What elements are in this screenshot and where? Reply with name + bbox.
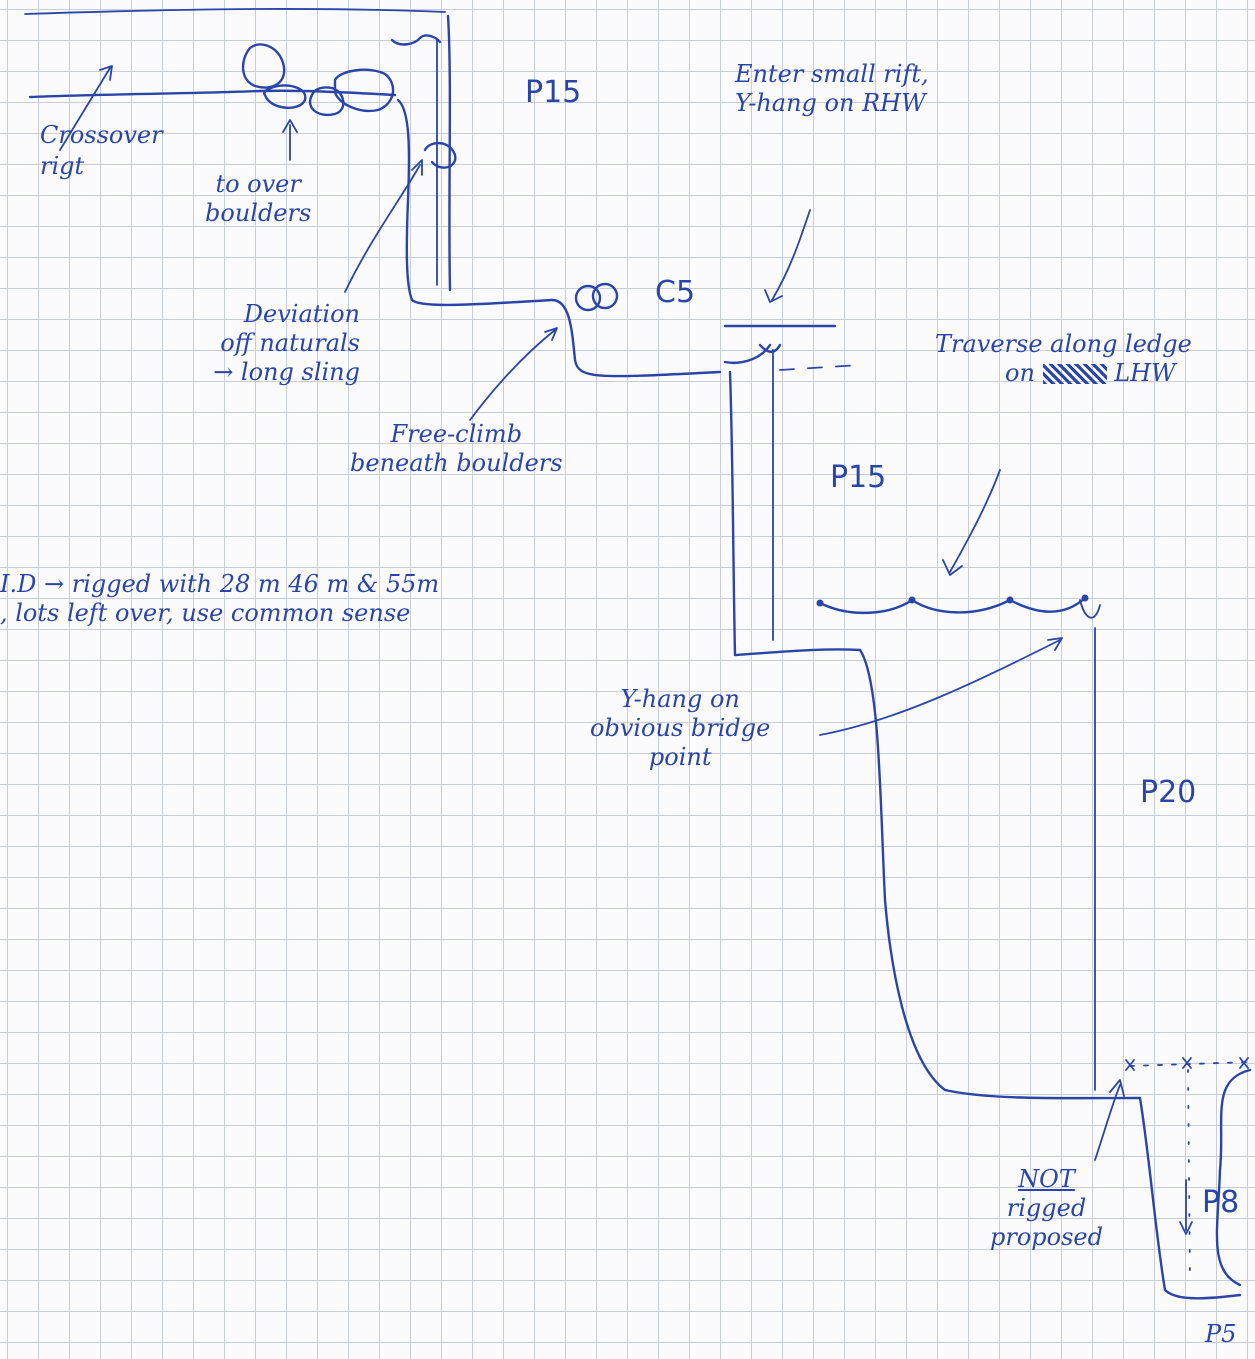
label-pitch-p20: P20 — [1140, 775, 1197, 810]
deviation-sling — [423, 141, 457, 169]
p8-dotted-rope — [1187, 1069, 1191, 1281]
c5-step — [550, 298, 722, 378]
note-enter-rift-line2: Y-hang on RHW — [735, 88, 926, 117]
label-c5: C5 — [655, 275, 696, 310]
note-y-hang-line1: Y-hang on — [620, 685, 740, 713]
note-traverse-line2: on — [1005, 358, 1035, 387]
proposed-line — [1129, 1061, 1251, 1067]
proposed-crosses — [1125, 1057, 1249, 1071]
boulder-group — [241, 43, 395, 117]
p8-right-wall — [1215, 1068, 1252, 1287]
note-traverse-line1: Traverse along ledge — [935, 330, 1192, 358]
p8-arrow — [1179, 1179, 1193, 1235]
note-free-climb-line1: Free-climb — [390, 420, 523, 448]
traverse-line — [818, 596, 1087, 615]
note-deviation-line1: Deviation — [243, 300, 360, 328]
traverse-anchors — [816, 594, 1089, 607]
note-rigged-line2: , lots left over, use common sense — [0, 598, 411, 627]
shaft-wall-right — [446, 14, 452, 292]
note-traverse: Traverse along ledge on LHW — [935, 330, 1192, 388]
dashed-rift — [779, 364, 861, 371]
note-deviation-line2: off naturals — [220, 328, 360, 357]
arrow-y-hang — [819, 637, 1063, 736]
note-deviation: Deviation off naturals → long sling — [160, 300, 360, 386]
arrow-enter-rift — [764, 209, 811, 303]
top-rigging — [390, 34, 442, 46]
note-y-hang-line3: point — [648, 742, 712, 771]
top-roof-line — [24, 8, 446, 15]
note-not-rigged-line1: NOT — [1018, 1165, 1075, 1193]
arrow-boulders — [282, 119, 298, 161]
note-crossover: Crossover rigt — [40, 120, 170, 182]
p15-wall-left — [728, 370, 737, 657]
y-hang-p15 — [723, 343, 782, 364]
note-enter-rift: Enter small rift, Y-hang on RHW — [735, 60, 929, 118]
note-boulders-line1: to over — [215, 170, 301, 198]
note-enter-rift-line1: Enter small rift, — [735, 60, 929, 88]
label-pitch-p5: P5 — [1205, 1320, 1237, 1348]
p8-shaft — [1138, 1096, 1242, 1300]
note-traverse-line2-wrap: on LHW — [1005, 359, 1192, 388]
label-pitch-p8: P8 — [1202, 1185, 1240, 1220]
note-rigged: I.D → rigged with 28 m 46 m & 55m , lots… — [0, 570, 439, 628]
note-y-hang-line2: obvious bridge — [590, 713, 771, 742]
note-boulders: to over boulders — [205, 170, 311, 228]
note-not-rigged: NOT rigged proposed — [990, 1165, 1103, 1251]
note-y-hang: Y-hang on obvious bridge point — [590, 685, 770, 771]
note-free-climb: Free-climb beneath boulders — [350, 420, 563, 478]
shaft-wall-left — [396, 98, 554, 307]
c5-boulders — [574, 282, 619, 312]
arrow-free-climb — [469, 327, 558, 421]
arrow-not-rigged — [1094, 1079, 1125, 1161]
note-not-rigged-line3: proposed — [990, 1222, 1103, 1251]
label-pitch-top: P15 — [525, 75, 582, 110]
crossover-rope — [28, 89, 397, 99]
note-free-climb-line2: beneath boulders — [350, 448, 563, 477]
note-boulders-line2: boulders — [205, 198, 312, 227]
y-hang-p20 — [1079, 599, 1101, 1091]
p20-wall — [858, 648, 1142, 1100]
note-not-rigged-line2: rigged — [1006, 1193, 1087, 1222]
arrow-deviation — [344, 159, 423, 293]
note-deviation-line3: → long sling — [213, 357, 360, 386]
arrow-crossover — [59, 65, 113, 151]
p15-floor — [733, 648, 862, 657]
label-pitch-mid: P15 — [830, 460, 887, 495]
arrow-traverse — [942, 469, 1001, 576]
note-rigged-line1: I.D → rigged with 28 m 46 m & 55m — [0, 570, 440, 598]
note-traverse-line2b: LHW — [1114, 358, 1176, 387]
note-crossover-text: Crossover rigt — [40, 121, 163, 181]
crossed-out-scribble — [1042, 364, 1107, 385]
